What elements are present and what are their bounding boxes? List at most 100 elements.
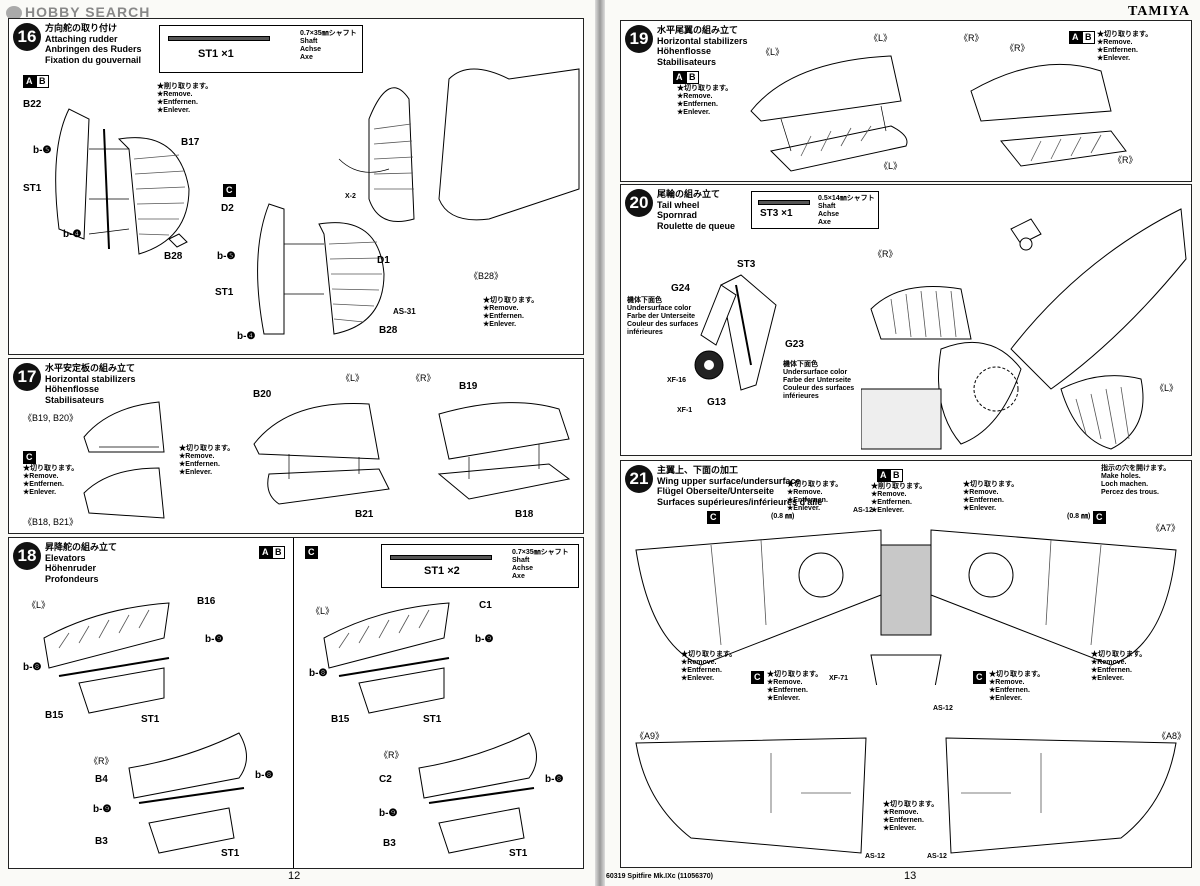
label-l-c: 《L》 xyxy=(311,606,335,616)
elevator-left-c xyxy=(323,602,450,714)
badge-a-right: A xyxy=(1069,31,1082,44)
label-b9-rc: b-❾ xyxy=(379,808,398,819)
watermark: HOBBY SEARCH xyxy=(6,4,150,21)
remove-note-mid-right-c: ★切り取ります。★Remove.★Entfernen.★Enlever. xyxy=(989,671,1045,702)
label-b3: B3 xyxy=(95,836,108,847)
label-g24: G24 xyxy=(671,283,690,294)
label-as12-bottom-left: AS-12 xyxy=(865,853,885,860)
label-r: 《R》 xyxy=(411,373,436,383)
remove-note-top-3: ★切り取ります。★Remove.★Entfernen.★Enlever. xyxy=(963,481,1019,512)
step-divider xyxy=(293,538,294,868)
b28-remove-note: ★切り取ります。★Remove.★Entfernen.★Enlever. xyxy=(483,297,539,328)
label-b8-r: b-❽ xyxy=(255,770,274,781)
shaft-label: ST3 ×1 xyxy=(760,208,793,219)
remove-note-top-2: ★削り取ります。★Remove.★Entfernen.★Enlever. xyxy=(871,483,927,514)
label-x2: X-2 xyxy=(345,193,356,200)
label-xf1: XF-1 xyxy=(677,407,693,414)
tailplane-left xyxy=(750,55,908,172)
label-as12-mid: AS-12 xyxy=(933,705,953,712)
badge-c-right: C xyxy=(1093,511,1106,524)
badge-b-right: B xyxy=(1082,31,1095,44)
shaft-icon xyxy=(390,555,492,560)
step-16-panel: 16 方向舵の取り付け Attaching rudder Anbringen d… xyxy=(8,18,584,355)
stabilizer-right xyxy=(437,402,571,500)
badge-c-left: C xyxy=(707,511,720,524)
label-b15-c: B15 xyxy=(331,714,350,725)
label-l-top: 《L》 xyxy=(761,47,785,57)
label-b4-c: b-❹ xyxy=(237,331,256,342)
badge-b: B xyxy=(890,469,903,482)
badge-a: A xyxy=(877,469,890,482)
badge-b: B xyxy=(272,546,285,559)
label-b21: B21 xyxy=(355,509,374,520)
label-c2: C2 xyxy=(379,774,392,785)
label-b4: B4 xyxy=(95,774,108,785)
label-d1: D1 xyxy=(377,255,390,266)
badge-c-mid-left: C xyxy=(751,671,764,684)
step-number: 21 xyxy=(625,465,653,493)
label-b8-rc: b-❽ xyxy=(545,774,564,785)
badge-c: C xyxy=(23,451,36,464)
label-l-mid: 《L》 xyxy=(869,33,893,43)
page-number-right: 13 xyxy=(904,870,917,882)
label-b28: B28 xyxy=(164,251,183,262)
remove-note-c: ★切り取ります。★Remove.★Entfernen.★Enlever. xyxy=(23,465,79,496)
b28-detail-label: 《B28》 xyxy=(469,271,504,281)
badge-b: B xyxy=(686,71,699,84)
label-l: 《L》 xyxy=(1155,383,1179,393)
label-as12-top: AS-12 xyxy=(853,507,873,514)
remove-note-mid-left: ★切り取ります。★Remove.★Entfernen.★Enlever. xyxy=(681,651,737,682)
step-number: 20 xyxy=(625,189,653,217)
label-xf16: XF-16 xyxy=(667,377,687,384)
label-st1-l: ST1 xyxy=(141,714,160,725)
step-number: 16 xyxy=(13,23,41,51)
remove-note-left: ★切り取ります。★Remove.★Entfernen.★Enlever. xyxy=(677,85,733,116)
stabilizer-left xyxy=(253,403,390,505)
remove-note-right: ★切り取ります。★Remove.★Entfernen.★Enlever. xyxy=(1097,31,1153,62)
label-st1-c: ST1 xyxy=(215,287,234,298)
label-r-ab: 《R》 xyxy=(89,756,114,766)
step-number: 19 xyxy=(625,25,653,53)
badge-a: A xyxy=(673,71,686,84)
elevator-right-c xyxy=(418,732,537,854)
label-b9-l: b-❾ xyxy=(205,634,224,645)
label-st1-lc: ST1 xyxy=(423,714,442,725)
remove-note: ★切り取ります。★Remove.★Entfernen.★Enlever. xyxy=(179,445,235,476)
label-g13: G13 xyxy=(707,397,726,408)
remove-note-top-1: ★切り取ります。★Remove.★Entfernen.★Enlever. xyxy=(787,481,843,512)
label-b4: b-❹ xyxy=(63,229,82,240)
label-b9-lc: b-❾ xyxy=(475,634,494,645)
label-g23: G23 xyxy=(785,339,804,350)
label-r-mid: 《R》 xyxy=(959,33,984,43)
label-r-bottom: 《R》 xyxy=(1113,155,1138,165)
elevator-left-ab xyxy=(43,602,170,714)
remove-note: ★削り取ります。★Remove.★Entfernen.★Enlever. xyxy=(157,83,213,114)
step-number: 17 xyxy=(13,363,41,391)
label-b5-c: b-❺ xyxy=(217,251,236,262)
page-number-left: 12 xyxy=(288,870,301,882)
label-b28-c: B28 xyxy=(379,325,398,336)
brand-logo: TAMIYA xyxy=(1127,4,1190,19)
step-title: 方向舵の取り付け Attaching rudder Anbringen des … xyxy=(45,23,142,65)
stabilizer-inner-upper xyxy=(83,401,165,453)
page-gutter xyxy=(595,0,605,886)
label-a9: 《A9》 xyxy=(635,731,665,741)
label-b19: B19 xyxy=(459,381,478,392)
label-b8-lc: b-❽ xyxy=(309,668,328,679)
label-st1-r: ST1 xyxy=(221,848,240,859)
wing-upper-diagram xyxy=(635,529,1177,685)
label-b16: B16 xyxy=(197,596,216,607)
label-b20: B20 xyxy=(253,389,272,400)
label-a7: 《A7》 xyxy=(1151,523,1181,533)
stabilizer-inner-lower xyxy=(83,467,165,519)
label-l-ab: 《L》 xyxy=(27,600,51,610)
label-b18-b21: 《B18, B21》 xyxy=(23,517,79,527)
